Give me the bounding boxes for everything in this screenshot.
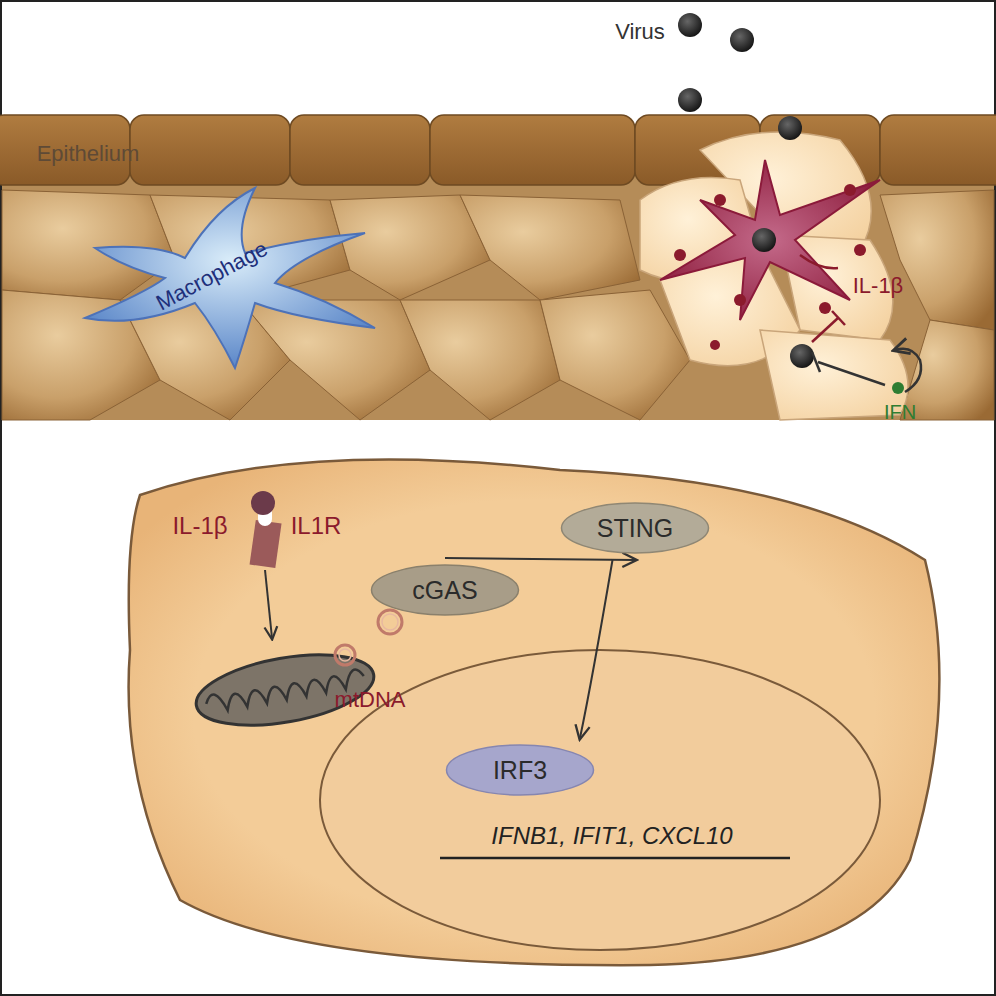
molecule-ellipse: cGAS bbox=[370, 564, 520, 616]
molecule-name: STING bbox=[597, 514, 673, 543]
cytokine-label: IL-1β bbox=[853, 273, 904, 299]
molecule-ellipse: IRF3 bbox=[445, 744, 595, 796]
molecule-ellipse: STING bbox=[560, 502, 710, 554]
molecule-name: cGAS bbox=[412, 576, 477, 605]
signal-arrow bbox=[445, 558, 635, 560]
cytokine-label: IFN bbox=[884, 401, 916, 424]
receptor-label: IL1R bbox=[291, 512, 342, 540]
region-label: Epithelium bbox=[37, 141, 140, 167]
molecule-name: IRF3 bbox=[493, 756, 547, 785]
gene-label: IFNB1, IFIT1, CXCL10 bbox=[491, 822, 732, 850]
cytokine-label: IL-1β bbox=[172, 512, 227, 540]
organelle-label: mtDNA bbox=[335, 687, 406, 713]
signal-arrow bbox=[580, 560, 613, 738]
virus-label: Virus bbox=[615, 19, 665, 45]
